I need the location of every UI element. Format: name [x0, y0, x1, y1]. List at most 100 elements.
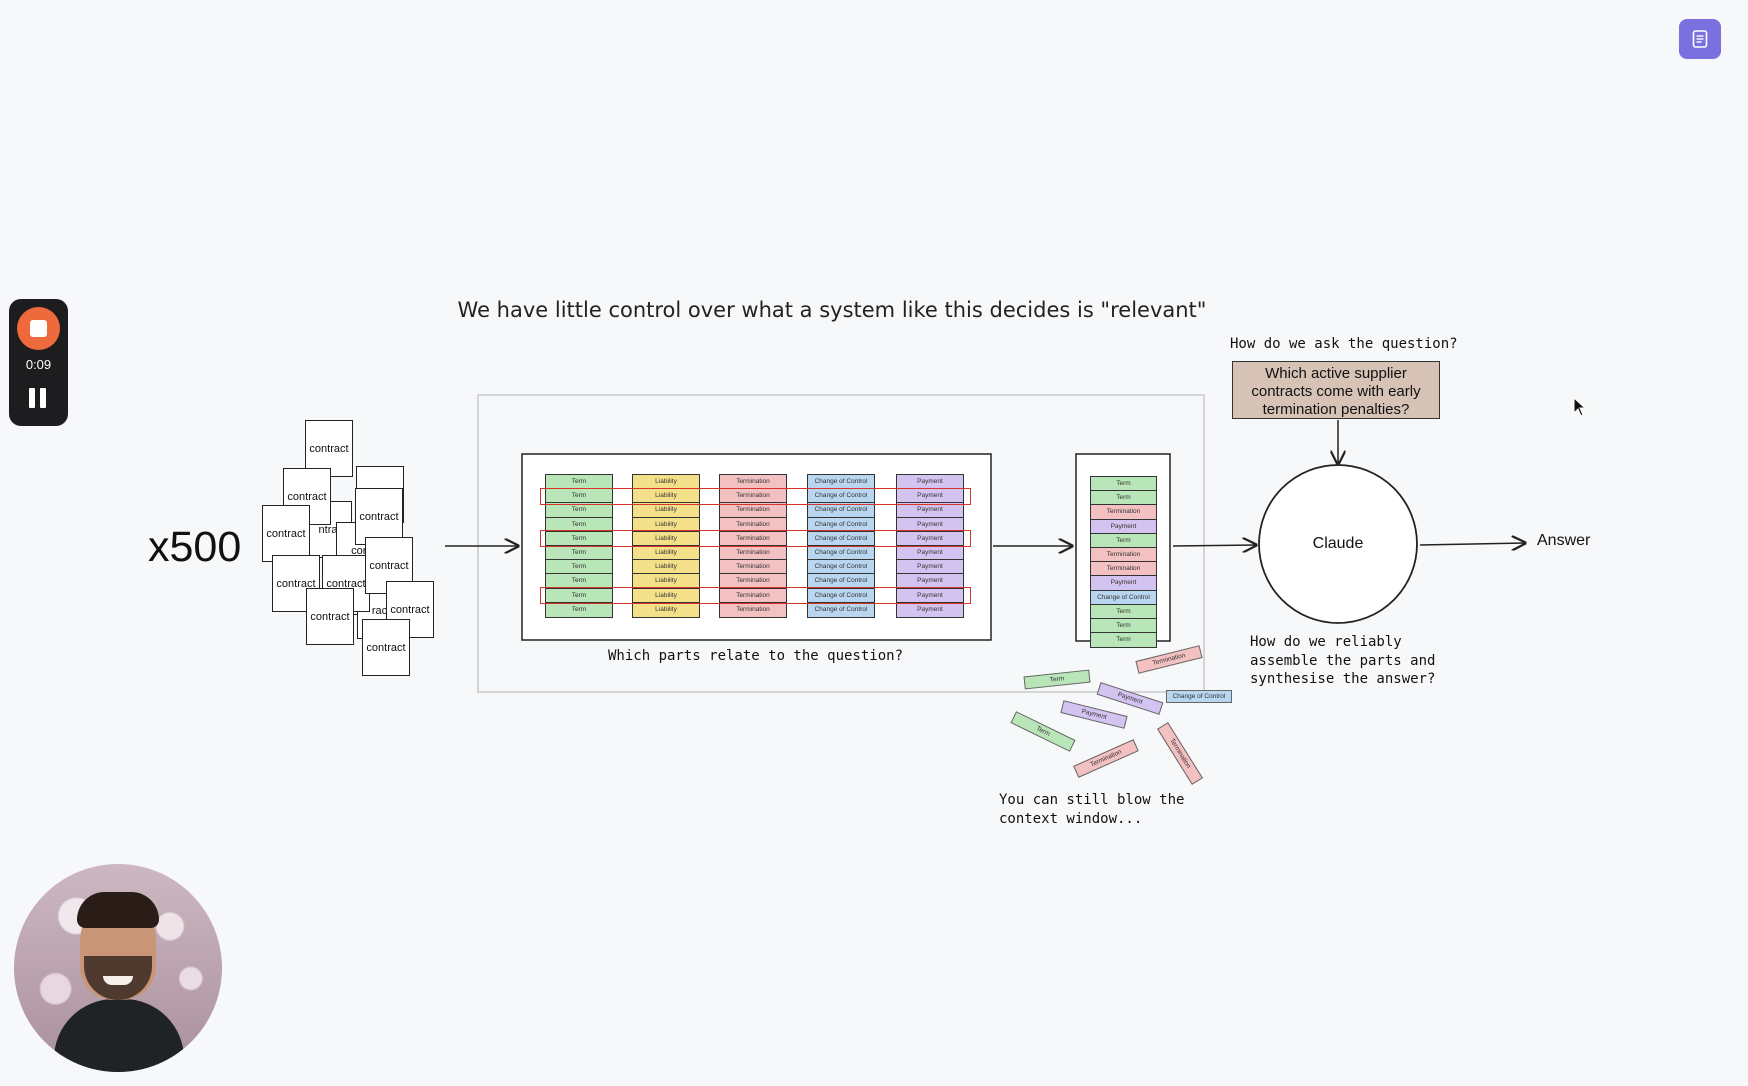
chunk-cell: Payment: [897, 489, 963, 504]
chunk-cell: Liability: [633, 489, 699, 504]
notes-button[interactable]: [1679, 19, 1721, 59]
answer-label: Answer: [1537, 532, 1591, 549]
chunk-cell: Termination: [720, 531, 786, 546]
chunk-cell: Term: [546, 560, 612, 575]
chunk-cell: Change of Control: [808, 560, 874, 575]
ask-question-label: How do we ask the question?: [1230, 336, 1458, 352]
selected-chunk: Change of Control: [1091, 590, 1156, 605]
chunk-cell: Term: [546, 489, 612, 504]
question-line: termination penalties?: [1262, 401, 1410, 418]
chunk-cell: Change of Control: [808, 602, 874, 617]
chunk-cell: Term: [546, 588, 612, 603]
chunk-cell: Termination: [720, 545, 786, 561]
contract-page: contract: [272, 555, 320, 612]
pause-recording-button[interactable]: [29, 388, 49, 410]
presenter-hair: [77, 892, 159, 928]
contract-page: contract: [306, 588, 354, 645]
document-count-label: x500: [148, 523, 242, 571]
chunk-cell: Change of Control: [808, 545, 874, 561]
assemble-line: assemble the parts and: [1250, 652, 1436, 669]
selected-chunk: Term: [1091, 604, 1156, 619]
chunk-cell: Termination: [720, 503, 786, 518]
webcam-bubble[interactable]: [14, 864, 222, 1072]
presenter-sweater: [54, 999, 184, 1072]
presenter-smile: [103, 976, 133, 985]
chunk-cell: Change of Control: [808, 503, 874, 518]
chunk-cell: Liability: [633, 531, 699, 546]
chunk-cell: Payment: [897, 517, 963, 532]
chunk-cell: Liability: [633, 588, 699, 603]
chunk-cell: Liability: [633, 560, 699, 575]
chunk-cell: Change of Control: [808, 588, 874, 603]
question-line: contracts come with early: [1251, 383, 1421, 400]
chunk-cell: Payment: [897, 503, 963, 518]
contract-page: contract: [262, 505, 310, 562]
chunk-cell: Payment: [897, 602, 963, 617]
overflow-chip: Change of Control: [1166, 690, 1232, 703]
context-line: context window...: [999, 810, 1143, 827]
selected-chunk: Term: [1091, 477, 1156, 492]
contract-page: contract: [305, 420, 353, 477]
selected-chunk: Term: [1091, 533, 1156, 548]
chunk-cell: Termination: [720, 560, 786, 575]
chunk-cell: Payment: [897, 545, 963, 561]
contract-page: contract: [362, 619, 410, 676]
chunk-cell: Change of Control: [808, 531, 874, 546]
model-name-label: Claude: [1312, 535, 1364, 552]
chunk-cell: Change of Control: [808, 517, 874, 532]
highlight-row: [540, 587, 971, 604]
chunk-cell: Termination: [720, 489, 786, 504]
selected-chunk: Term: [1091, 618, 1156, 634]
recording-timer: 0:09: [25, 357, 52, 372]
chunk-cell: Payment: [897, 588, 963, 603]
question-line: Which active supplier: [1265, 365, 1407, 382]
highlight-row: [540, 530, 971, 547]
pause-icon: [29, 388, 35, 408]
selected-chunk: Termination: [1091, 562, 1156, 577]
assemble-line: How do we reliably: [1250, 634, 1402, 650]
chunk-cell: Liability: [633, 602, 699, 617]
context-line: You can still blow the: [999, 792, 1185, 808]
chunk-cell: Term: [546, 545, 612, 561]
chunk-cell: Term: [546, 531, 612, 546]
stop-recording-button[interactable]: [17, 307, 60, 350]
document-icon: [1692, 30, 1708, 48]
chunk-cell: Change of Control: [808, 489, 874, 504]
parts-question-label: Which parts relate to the question?: [608, 648, 904, 664]
chunk-cell: Liability: [633, 503, 699, 518]
selected-chunk: Payment: [1091, 576, 1156, 591]
question-box: Which active supplier contracts come wit…: [1232, 361, 1440, 419]
stop-icon: [30, 320, 47, 337]
chunk-cell: Liability: [633, 545, 699, 561]
retrieval-system-frame: [477, 394, 1205, 693]
selected-chunk: Termination: [1091, 505, 1156, 520]
chunk-cell: Termination: [720, 517, 786, 532]
mouse-cursor-icon: [1573, 397, 1587, 417]
chunk-cell: Liability: [633, 517, 699, 532]
context-window-note: You can still blow the context window...: [999, 791, 1184, 828]
assemble-line: synthesise the answer?: [1250, 671, 1436, 687]
selected-chunk: Term: [1091, 633, 1156, 648]
chunk-cell: Payment: [897, 560, 963, 575]
contract-page: contract: [386, 581, 434, 638]
claude-node: [1258, 464, 1418, 624]
recording-control-panel: 0:09: [9, 299, 68, 426]
chunk-cell: Payment: [897, 531, 963, 546]
chunk-cell: Term: [546, 503, 612, 518]
selected-chunk: Term: [1091, 491, 1156, 506]
slide-title: We have little control over what a syste…: [457, 298, 1207, 322]
chunk-cell: Term: [546, 602, 612, 617]
chunk-cell: Termination: [720, 588, 786, 603]
assemble-note: How do we reliably assemble the parts an…: [1250, 633, 1435, 689]
chunk-cell: Termination: [720, 602, 786, 617]
highlight-row: [540, 488, 971, 505]
chunk-cell: Term: [546, 517, 612, 532]
selected-chunk: Payment: [1091, 519, 1156, 534]
selected-chunk: Termination: [1091, 547, 1156, 563]
